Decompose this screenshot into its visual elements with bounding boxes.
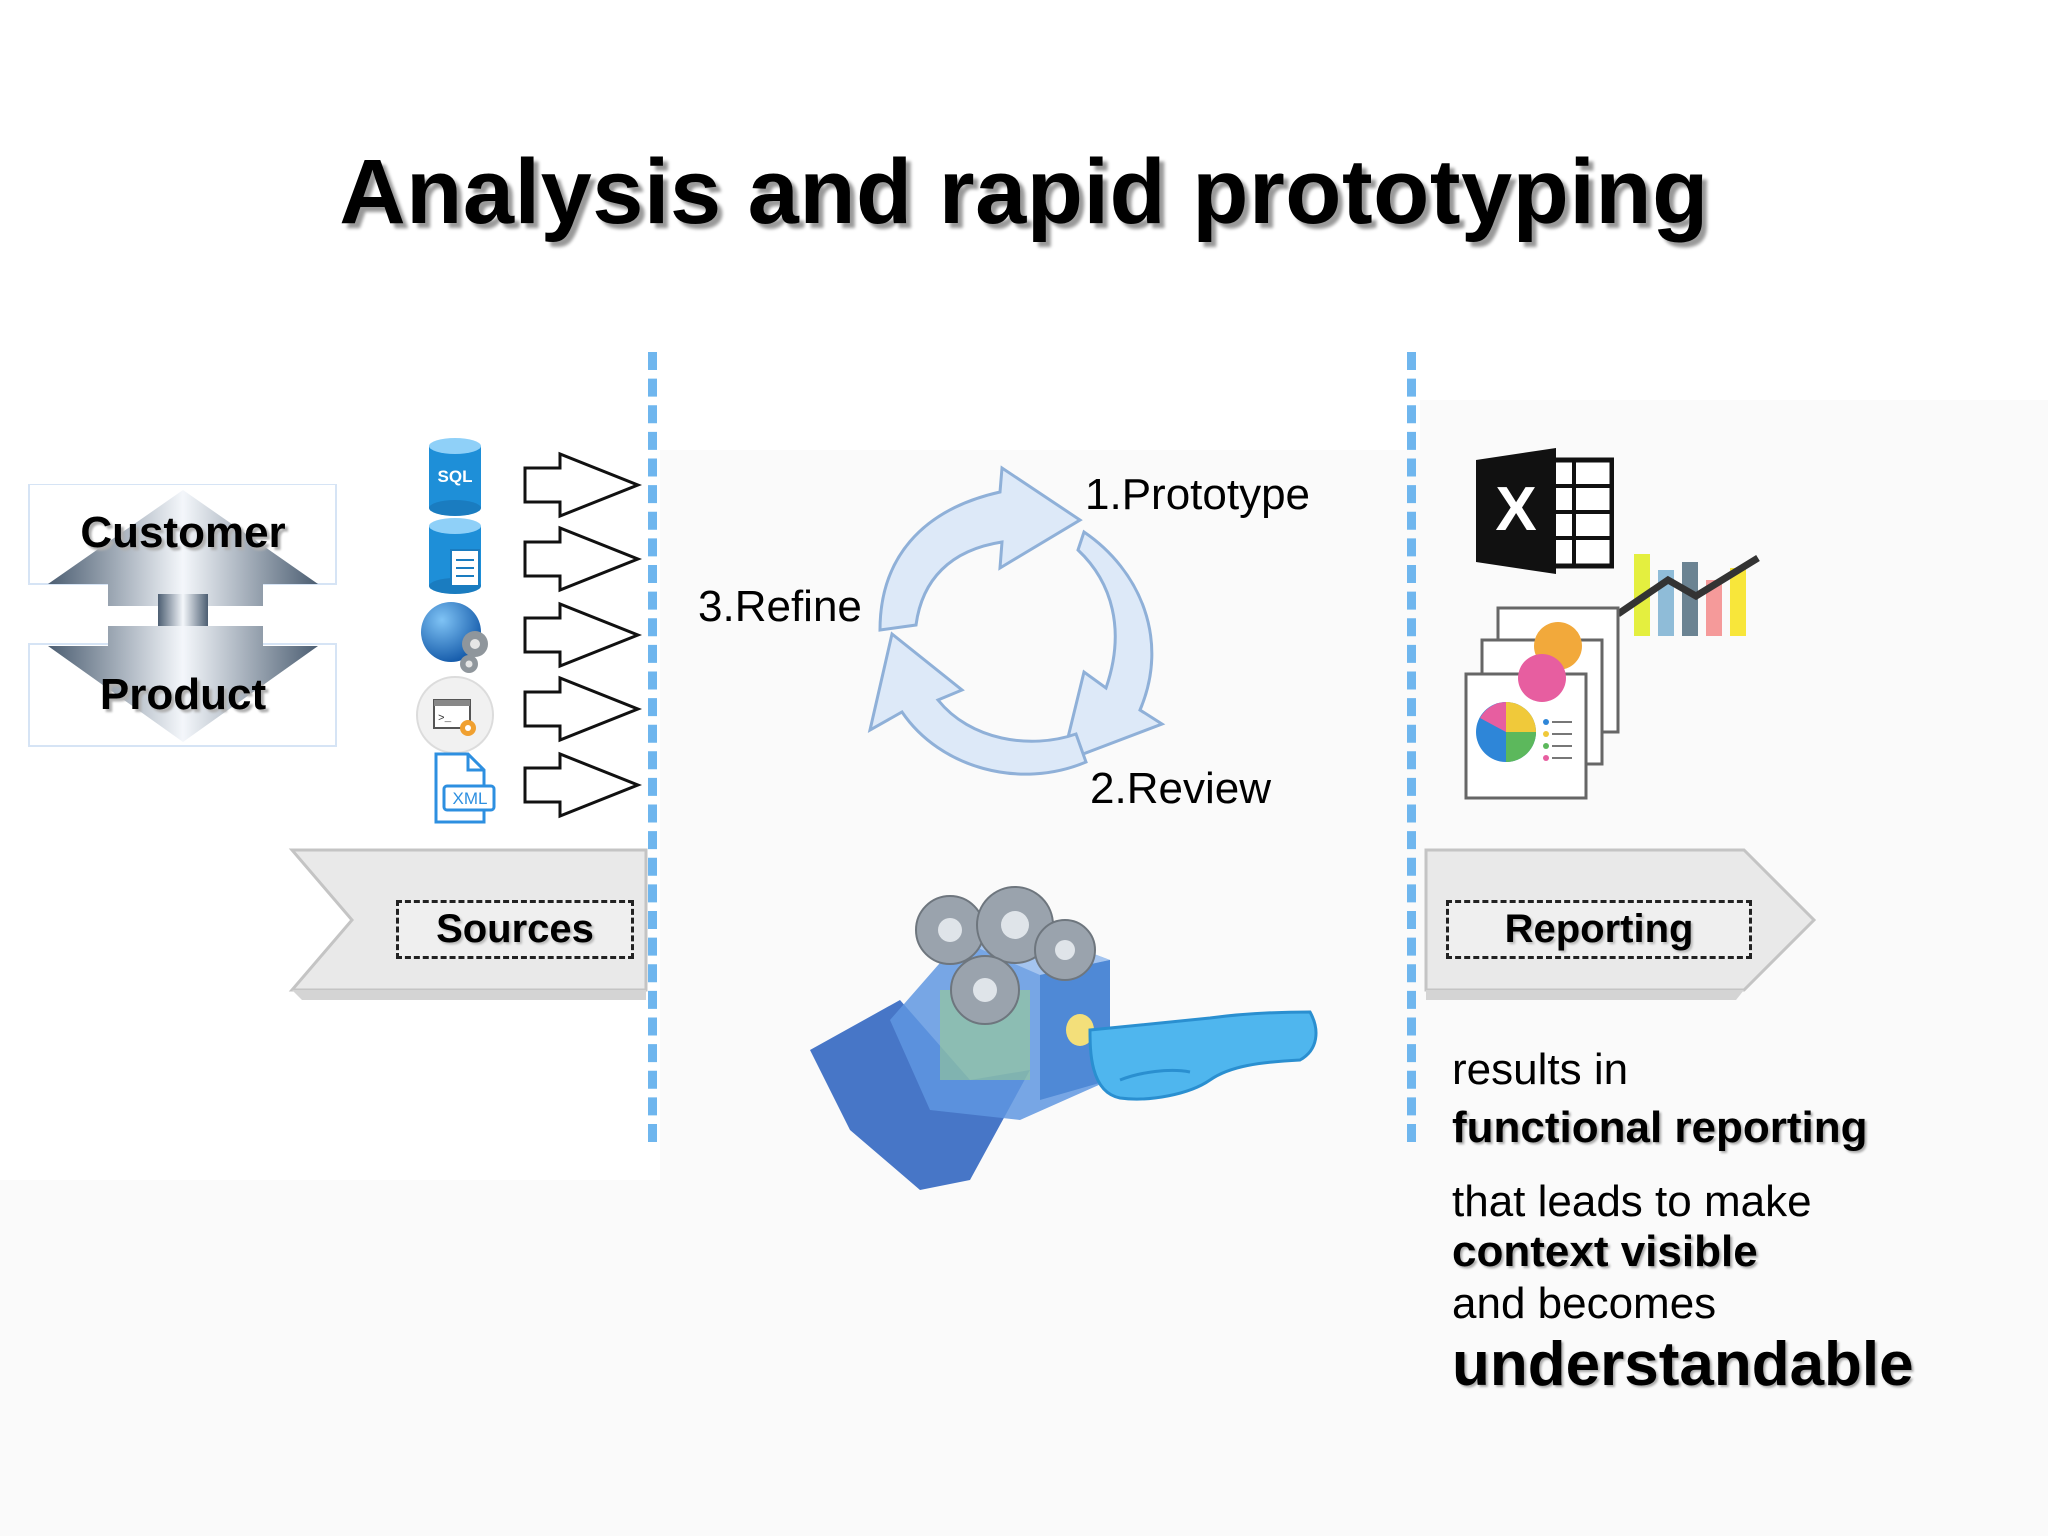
- results-line-3: that leads to make: [1452, 1177, 1812, 1226]
- cube-blue-shapes: [810, 1000, 1030, 1190]
- results-emphasis-understandable: understandable: [1452, 1330, 1914, 1399]
- reporting-chevron: Reporting: [1424, 844, 1824, 1009]
- pie-report-stack-icon: [1454, 606, 1624, 811]
- cycle-diagram: [840, 450, 1200, 795]
- web-service-icon: [415, 598, 499, 683]
- sources-chevron: Sources: [288, 844, 648, 1009]
- source-arrow-4: [520, 674, 643, 749]
- bar-line-chart-icon: [1614, 540, 1764, 655]
- cycle-step-review: 2.Review: [1090, 764, 1271, 813]
- source-arrow-2: [520, 524, 643, 599]
- results-line-4: context visible: [1452, 1226, 1758, 1279]
- cycle-arrow-prototype: [878, 465, 1083, 632]
- sources-label: Sources: [396, 900, 634, 959]
- cycle-arrow-refine: [867, 631, 1088, 776]
- cycle-step-refine: 3.Refine: [698, 582, 862, 631]
- cycle-step-prototype: 1.Prototype: [1085, 470, 1311, 519]
- right-dashed-divider: [1407, 352, 1416, 1142]
- source-arrow-1: [520, 450, 643, 525]
- product-label: Product: [99, 670, 267, 719]
- excel-letter: X: [1495, 475, 1537, 544]
- excel-icon: X: [1474, 446, 1615, 581]
- left-dashed-divider: [648, 352, 657, 1142]
- results-line-6: understandable: [1452, 1328, 1914, 1402]
- source-arrow-5: [520, 750, 643, 825]
- bottom-panel-background: [0, 1180, 2048, 1536]
- customer-label: Customer: [80, 508, 286, 557]
- page-title: Analysis and rapid prototyping: [339, 141, 1709, 243]
- pointing-hand-icon: [1088, 1010, 1318, 1101]
- cycle-arrow-review: [1059, 529, 1166, 765]
- results-line-5: and becomes: [1452, 1279, 1717, 1328]
- results-emphasis-functional-reporting: functional reporting: [1452, 1103, 1868, 1152]
- results-line-2: functional reporting: [1452, 1102, 1868, 1155]
- svg-text:>_: >_: [438, 713, 452, 725]
- sql-database-icon: SQL: [425, 436, 485, 521]
- customer-product-box: Customer Product: [28, 483, 338, 748]
- results-emphasis-context-visible: context visible: [1452, 1227, 1758, 1276]
- cube-gears-hand-illustration: [790, 880, 1330, 1205]
- source-arrow-3: [520, 600, 643, 675]
- document-database-icon: [425, 516, 491, 601]
- reporting-label: Reporting: [1446, 900, 1752, 959]
- double-arrow-icon: [28, 483, 337, 747]
- script-settings-icon: >_: [414, 674, 496, 761]
- xml-label: XML: [452, 789, 488, 808]
- sql-label: SQL: [437, 467, 473, 486]
- xml-file-icon: XML: [428, 752, 498, 831]
- results-line-1: results in: [1452, 1045, 1629, 1094]
